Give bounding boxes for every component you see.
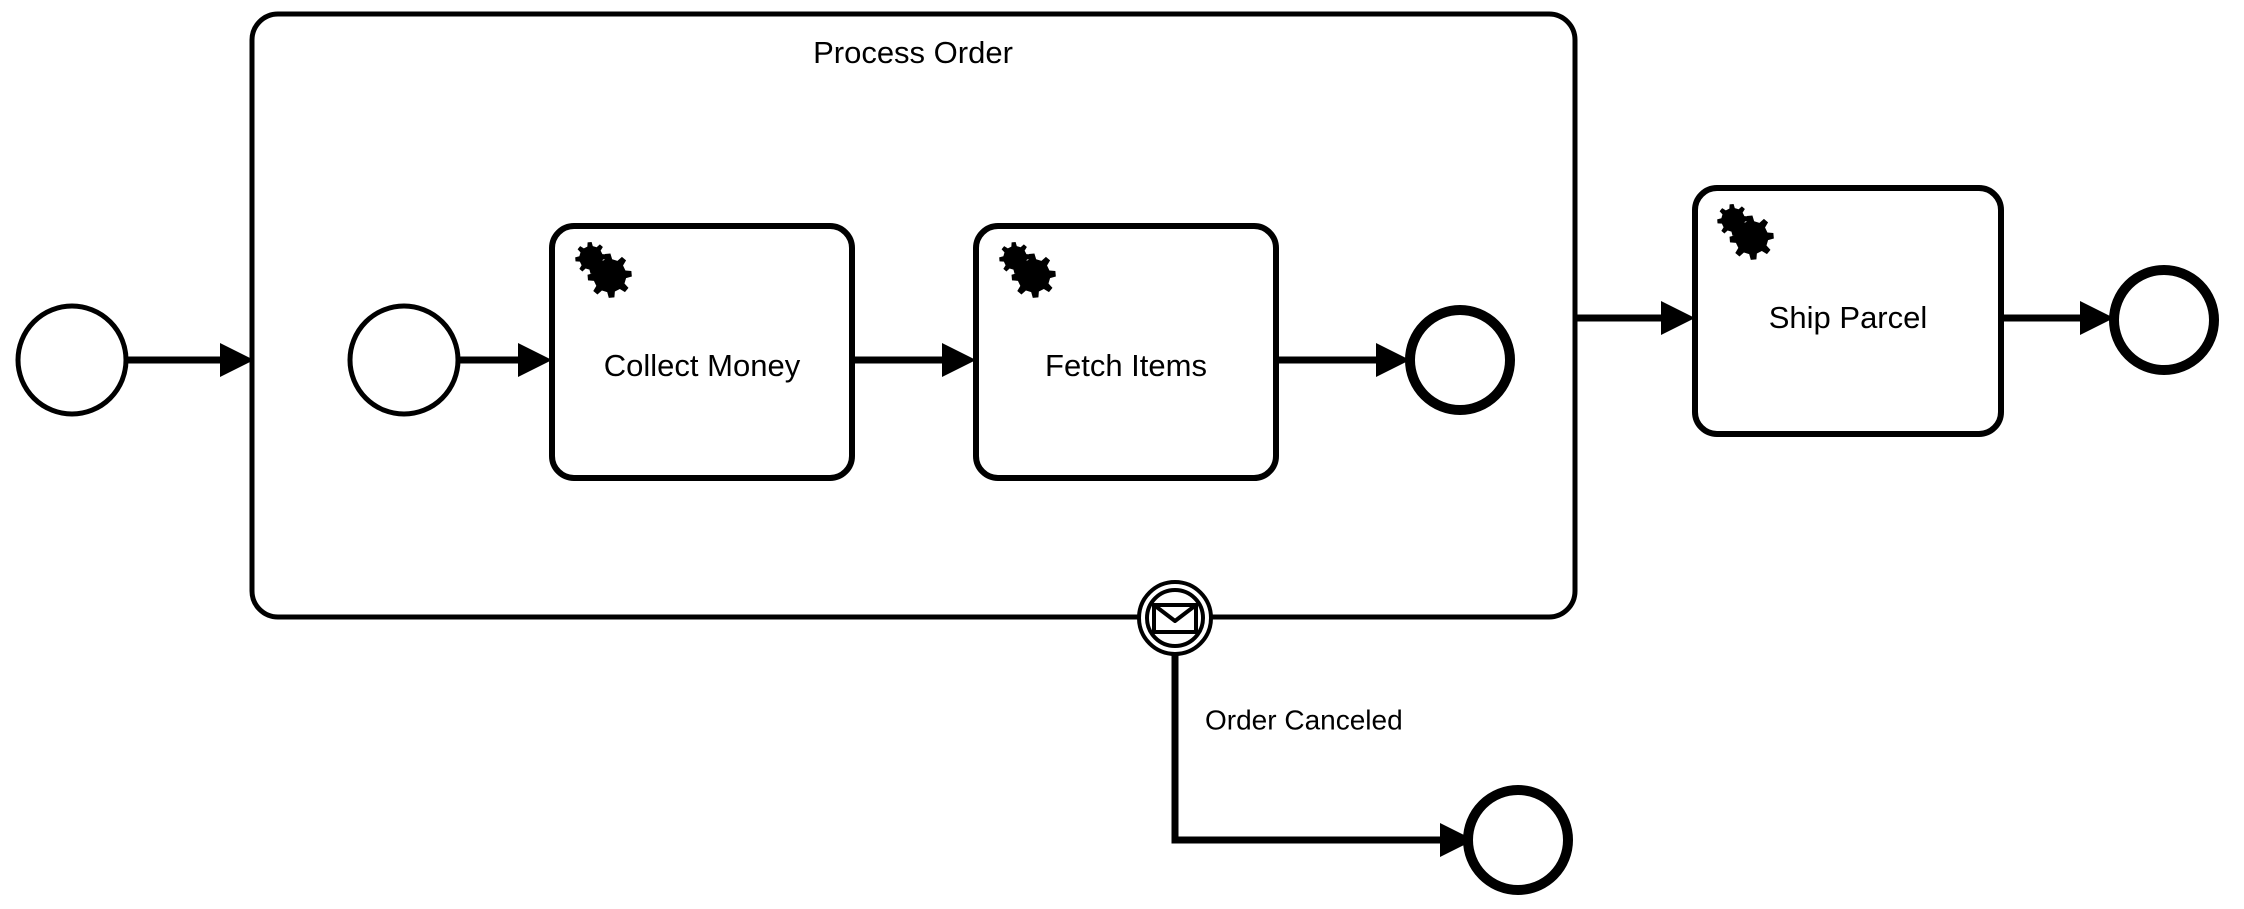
end-event-subprocess[interactable] bbox=[1405, 305, 1515, 415]
sequence-flow-substart-to-collect-money[interactable] bbox=[458, 343, 552, 377]
task-ship-parcel[interactable]: Ship Parcel bbox=[1692, 185, 2004, 437]
envelope-icon bbox=[1152, 603, 1198, 634]
end-event-circle bbox=[2109, 265, 2219, 375]
subprocess-process-order[interactable]: Process Order bbox=[249, 11, 1578, 620]
subprocess-border bbox=[249, 11, 1578, 620]
task-label: Ship Parcel bbox=[1769, 300, 1928, 335]
sequence-flow-fetch-items-to-subprocess-end[interactable] bbox=[1276, 343, 1410, 377]
end-event-circle bbox=[1405, 305, 1515, 415]
flow-line bbox=[1171, 654, 1440, 844]
sequence-flow-start-to-subprocess[interactable] bbox=[126, 343, 254, 377]
task-label: Fetch Items bbox=[1045, 348, 1207, 383]
sequence-flow-collect-money-to-fetch-items[interactable] bbox=[852, 343, 976, 377]
boundary-event-message[interactable] bbox=[1137, 580, 1213, 656]
start-event-subprocess[interactable] bbox=[347, 303, 461, 417]
subprocess-label: Process Order bbox=[813, 35, 1013, 70]
flow-arrowhead bbox=[2080, 301, 2114, 335]
end-event-circle bbox=[1463, 785, 1573, 895]
sequence-flow-subprocess-to-ship-parcel[interactable] bbox=[1575, 301, 1695, 335]
sequence-flow-ship-parcel-to-end[interactable] bbox=[2001, 301, 2114, 335]
sequence-flow-order-canceled[interactable]: Order Canceled bbox=[1171, 654, 1474, 857]
start-event-circle bbox=[347, 303, 461, 417]
task-label: Collect Money bbox=[604, 348, 801, 383]
flow-arrowhead bbox=[1661, 301, 1695, 335]
end-event-order-canceled[interactable] bbox=[1463, 785, 1573, 895]
task-box bbox=[1692, 185, 2004, 437]
task-fetch-items[interactable]: Fetch Items bbox=[973, 223, 1279, 481]
flow-label-order-canceled: Order Canceled bbox=[1205, 704, 1403, 735]
flow-arrowhead bbox=[220, 343, 254, 377]
start-event-process[interactable] bbox=[15, 303, 129, 417]
end-event-process[interactable] bbox=[2109, 265, 2219, 375]
task-collect-money[interactable]: Collect Money bbox=[549, 223, 855, 481]
start-event-circle bbox=[15, 303, 129, 417]
